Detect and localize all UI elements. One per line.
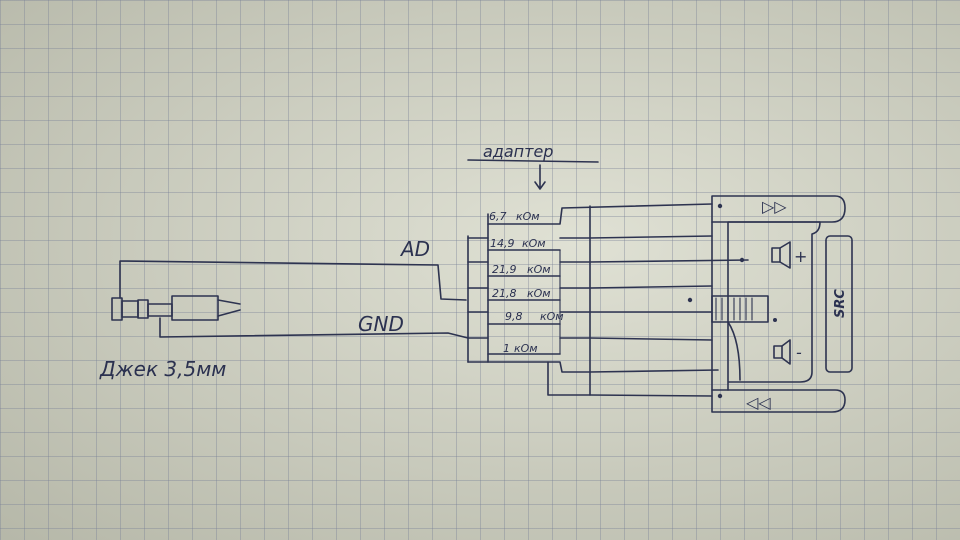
jack-neck xyxy=(147,303,173,317)
rung-wire xyxy=(487,203,713,225)
slider-block xyxy=(711,295,769,323)
resistor-unit: кОм xyxy=(522,237,546,250)
control-unit: ▷▷ ◁◁ SRC + - xyxy=(687,195,853,413)
volume-plus-symbol: + xyxy=(794,247,807,266)
jack-sleeve xyxy=(137,299,149,319)
contact-dot xyxy=(717,393,723,399)
src-rail xyxy=(825,235,853,373)
prev-button-pod xyxy=(711,389,846,413)
resistor-rung-4: 21,8 кОм xyxy=(467,285,713,301)
contact-dot xyxy=(687,297,693,303)
jack-label: Джек 3,5мм xyxy=(99,357,226,381)
rung-wire xyxy=(467,311,713,325)
speaker-plus-box xyxy=(771,247,781,263)
resistor-rung-1: 6,7 кОм xyxy=(487,203,713,225)
slider-hatching xyxy=(715,297,753,321)
resistor-value: 6,7 xyxy=(489,210,507,223)
resistor-value: 14,9 xyxy=(490,237,515,250)
jack-cable xyxy=(217,299,241,317)
resistor-ladder: 6,7 кОм 14,9 кОм 21,9 кОм 21,8 кОм 9,8 к… xyxy=(467,203,749,397)
resistor-value: 1 xyxy=(503,342,510,355)
jack-body xyxy=(171,295,219,321)
resistor-rung-5: 9,8 кОм xyxy=(467,310,713,325)
resistor-unit: кОм xyxy=(514,342,538,355)
ad-label: AD xyxy=(399,237,430,261)
rung-wire xyxy=(467,235,713,251)
rung-wire xyxy=(467,337,713,355)
rung-wire xyxy=(467,259,749,277)
adapter-arrow xyxy=(534,164,546,190)
volume-plus-icon: + xyxy=(771,241,807,269)
previous-track-icon: ◁◁ xyxy=(745,393,771,412)
resistor-unit: кОм xyxy=(527,263,551,276)
next-button-pod xyxy=(711,195,846,223)
jack-ring xyxy=(121,300,139,318)
ad-wire xyxy=(119,260,467,301)
jack-tip xyxy=(111,297,123,321)
resistor-value: 9,8 xyxy=(505,310,523,323)
resistor-unit: кОм xyxy=(540,310,564,323)
resistor-rung-6: 1 кОм xyxy=(467,337,713,355)
resistor-value: 21,8 xyxy=(492,287,517,300)
rung-wire-bottom xyxy=(547,361,713,397)
volume-minus-icon: - xyxy=(773,339,802,365)
resistor-rung-2: 14,9 кОм xyxy=(467,235,713,251)
next-track-icon: ▷▷ xyxy=(762,197,787,216)
src-label: SRC xyxy=(833,289,848,318)
gnd-wire xyxy=(159,317,469,339)
slider-arm xyxy=(727,321,741,381)
resistor-unit: кОм xyxy=(527,287,551,300)
speaker-plus-cone xyxy=(779,241,791,269)
adapter-label: адаптер xyxy=(483,142,553,161)
resistor-unit: кОм xyxy=(516,210,540,223)
speaker-minus-cone xyxy=(781,339,791,365)
resistor-value: 21,9 xyxy=(492,263,517,276)
contact-dot xyxy=(739,257,745,263)
adapter-underline xyxy=(467,159,599,163)
volume-minus-symbol: - xyxy=(796,343,802,362)
contact-dot xyxy=(773,318,777,322)
rung-wire-extra xyxy=(467,361,719,373)
center-slider xyxy=(711,295,769,381)
jack-connector xyxy=(111,295,241,321)
resistor-rung-3: 21,9 кОм xyxy=(467,259,749,277)
contact-dot xyxy=(717,203,723,209)
gnd-label: GND xyxy=(358,312,404,336)
rung-wire xyxy=(467,285,713,301)
speaker-minus-box xyxy=(773,345,783,359)
